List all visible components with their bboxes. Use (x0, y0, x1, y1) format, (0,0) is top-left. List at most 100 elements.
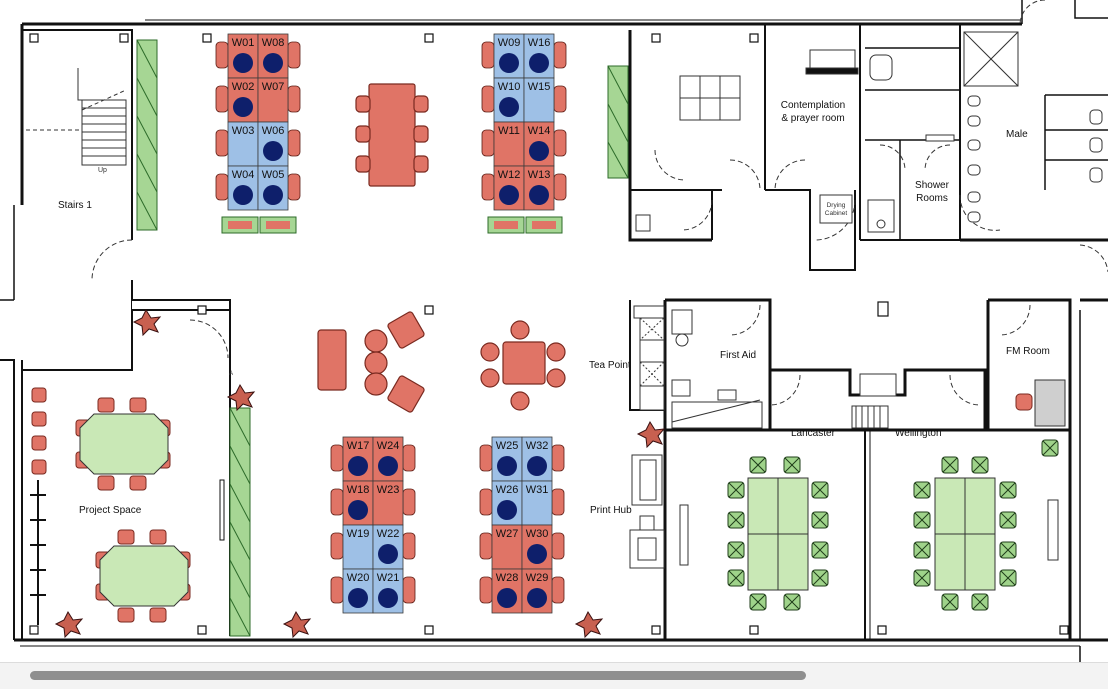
booking-dot (527, 456, 547, 476)
desk-w13[interactable]: W13 (523, 165, 555, 211)
booking-dot (233, 97, 253, 117)
desk-chair (287, 41, 301, 69)
lockers (221, 216, 563, 234)
meeting-chairs (727, 439, 1059, 611)
desk-chair (287, 85, 301, 113)
desk-w07[interactable]: W07 (257, 77, 289, 123)
horizontal-scrollbar[interactable] (0, 662, 1108, 689)
desk-w09[interactable]: W09 (493, 33, 525, 79)
booking-dot (499, 185, 519, 205)
desk-chair (287, 129, 301, 157)
desk-chair (215, 85, 229, 113)
desk-label: W06 (262, 125, 285, 137)
desk-label: W16 (528, 37, 551, 49)
desk-w20[interactable]: W20 (342, 568, 374, 614)
desk-w03[interactable]: W03 (227, 121, 259, 167)
desk-w05[interactable]: W05 (257, 165, 289, 211)
desk-chairs (215, 41, 567, 604)
desk-w31[interactable]: W31 (521, 480, 553, 526)
desk-label: W04 (232, 169, 255, 181)
desk-label: W19 (347, 528, 370, 540)
project-space-label: Project Space (79, 505, 142, 516)
desk-label: W27 (496, 528, 519, 540)
planter-north (136, 39, 158, 231)
desk-chair (551, 488, 565, 516)
lancaster-label: Lancaster (791, 428, 836, 439)
desk-label: W31 (526, 484, 549, 496)
meeting-chair (971, 456, 989, 474)
desk-w30[interactable]: W30 (521, 524, 553, 570)
tea-point-label: Tea Point (589, 360, 631, 371)
fm-room-label: FM Room (1006, 346, 1050, 357)
desk-chair (481, 173, 495, 201)
meeting-chair (913, 569, 931, 587)
desk-chair (479, 444, 493, 472)
booking-dot (263, 185, 283, 205)
desk-w27[interactable]: W27 (491, 524, 523, 570)
shower-label-1: Shower (915, 180, 950, 191)
walls (0, 0, 1108, 662)
planter-north-east (607, 65, 629, 179)
desk-w29[interactable]: W29 (521, 568, 553, 614)
desk-w25[interactable]: W25 (491, 436, 523, 482)
desk-w28[interactable]: W28 (491, 568, 523, 614)
wellington-label: Wellington (895, 428, 942, 439)
desk-label: W24 (377, 440, 400, 452)
desk-w21[interactable]: W21 (372, 568, 404, 614)
desk-label: W30 (526, 528, 549, 540)
desk-w01[interactable]: W01 (227, 33, 259, 79)
meeting-chair (941, 593, 959, 611)
desk-label: W26 (496, 484, 519, 496)
desk-w15[interactable]: W15 (523, 77, 555, 123)
booking-dot (497, 588, 517, 608)
desk-label: W11 (498, 125, 520, 137)
desk-chair (287, 173, 301, 201)
desk-label: W03 (232, 125, 255, 137)
desk-w22[interactable]: W22 (372, 524, 404, 570)
desk-label: W15 (528, 81, 551, 93)
desk-w26[interactable]: W26 (491, 480, 523, 526)
desk-chair (481, 129, 495, 157)
meeting-chair (913, 481, 931, 499)
desk-w12[interactable]: W12 (493, 165, 525, 211)
booking-dot (378, 456, 398, 476)
desk-w24[interactable]: W24 (372, 436, 404, 482)
meeting-chair (727, 511, 745, 529)
desk-w04[interactable]: W04 (227, 165, 259, 211)
meeting-chair (811, 541, 829, 559)
meeting-chair (999, 481, 1017, 499)
desk-chair (479, 488, 493, 516)
lounge-seating (317, 311, 566, 413)
desk-w11[interactable]: W11 (493, 121, 525, 167)
desk-label: W20 (347, 572, 370, 584)
desk-w32[interactable]: W32 (521, 436, 553, 482)
desk-w02[interactable]: W02 (227, 77, 259, 123)
desk-w18[interactable]: W18 (342, 480, 374, 526)
meeting-chair (727, 541, 745, 559)
desk-chair (553, 85, 567, 113)
desk-w06[interactable]: W06 (257, 121, 289, 167)
desk-w14[interactable]: W14 (523, 121, 555, 167)
booking-dot (527, 544, 547, 564)
desk-chair (215, 129, 229, 157)
booking-dot (529, 185, 549, 205)
desk-label: W22 (377, 528, 400, 540)
desk-w10[interactable]: W10 (493, 77, 525, 123)
desk-w19[interactable]: W19 (342, 524, 374, 570)
desk-chair (330, 576, 344, 604)
desk-label: W25 (496, 440, 519, 452)
meeting-chair (999, 569, 1017, 587)
desk-label: W29 (526, 572, 549, 584)
meeting-chair (913, 511, 931, 529)
meeting-chair (811, 511, 829, 529)
desk-w16[interactable]: W16 (523, 33, 555, 79)
meeting-chair (783, 593, 801, 611)
desk-w17[interactable]: W17 (342, 436, 374, 482)
meeting-chair (999, 541, 1017, 559)
desk-w08[interactable]: W08 (257, 33, 289, 79)
desk-chair (553, 41, 567, 69)
booking-dot (527, 588, 547, 608)
desk-w23[interactable]: W23 (372, 480, 404, 526)
scrollbar-thumb[interactable] (30, 671, 806, 680)
